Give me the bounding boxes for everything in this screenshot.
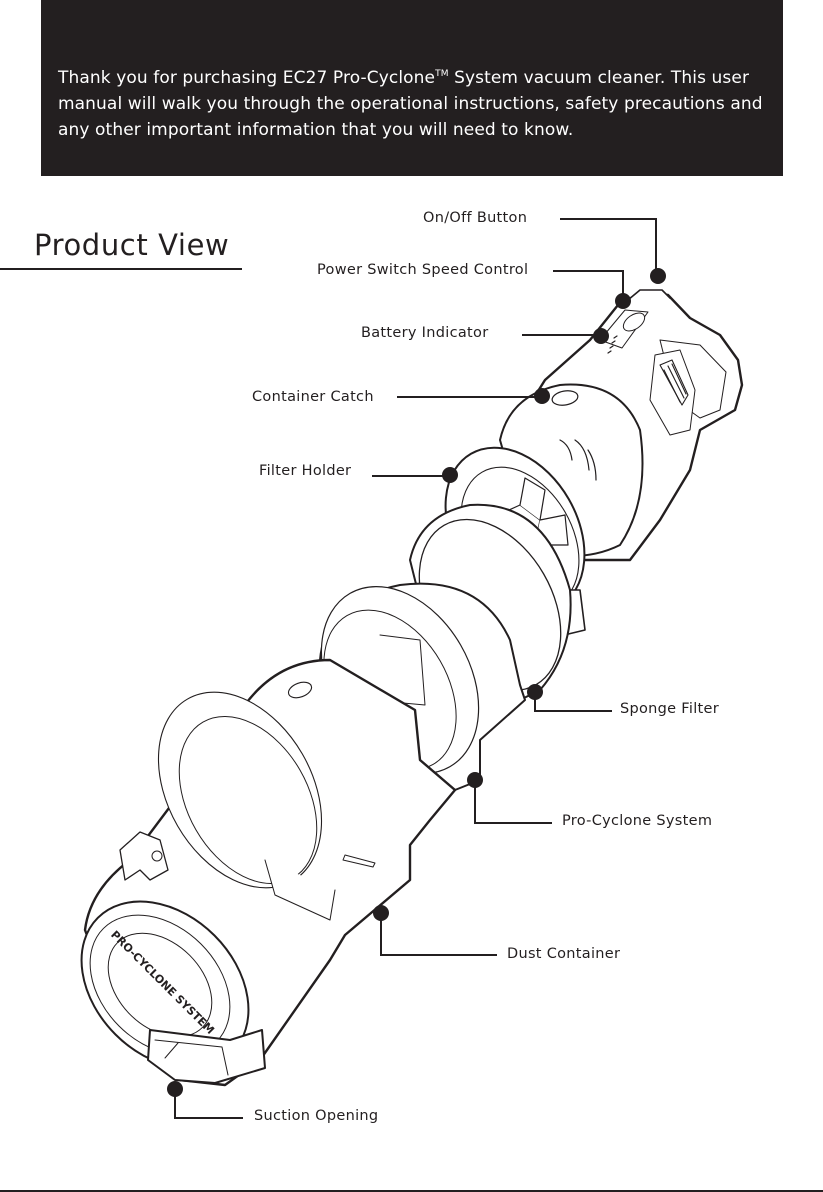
label-pro-cyclone-system: Pro-Cyclone System [562,813,713,829]
front-cap [80,831,250,1070]
callout-dot-power-switch [615,293,631,309]
leader-lines [174,218,657,1119]
label-power-switch-speed-control: Power Switch Speed Control [317,262,529,278]
title-underline [0,268,242,270]
section-title: Product View [34,228,230,262]
intro-text-part-1: Thank you for purchasing EC27 Pro-Cyclon… [58,68,436,88]
label-sponge-filter: Sponge Filter [620,701,720,717]
label-battery-indicator: Battery Indicator [361,325,489,341]
intro-text-part-2: System vacuum cleaner. This user manual … [58,68,763,140]
leader-dust-container [380,912,497,956]
callout-dot-battery-indicator [593,328,609,344]
leader-power-switch [553,270,624,299]
callout-dot-filter-holder [442,467,458,483]
leader-pro-cyclone [474,780,552,824]
intro-banner: Thank you for purchasing EC27 Pro-Cyclon… [41,0,783,176]
callout-dot-suction-opening [167,1081,183,1097]
intro-text: Thank you for purchasing EC27 Pro-Cyclon… [58,61,778,143]
callout-dot-container-catch [534,388,550,404]
trademark-mark: TM [435,69,449,79]
leader-suction-opening [174,1089,243,1119]
leader-sponge-filter [534,692,612,712]
label-dust-container: Dust Container [507,946,621,962]
callout-dot-on-off-button [650,268,666,284]
label-suction-opening: Suction Opening [254,1108,379,1124]
callout-dot-sponge-filter [527,684,543,700]
callout-dot-pro-cyclone [467,772,483,788]
label-on-off-button: On/Off Button [423,210,528,226]
callout-dot-dust-container [373,905,389,921]
suction-opening-part [147,1029,266,1084]
leader-on-off-button [560,218,657,272]
label-filter-holder: Filter Holder [259,463,352,479]
vent-grille-icon [659,359,689,406]
bottom-rule [0,1190,823,1192]
label-container-catch: Container Catch [252,389,374,405]
